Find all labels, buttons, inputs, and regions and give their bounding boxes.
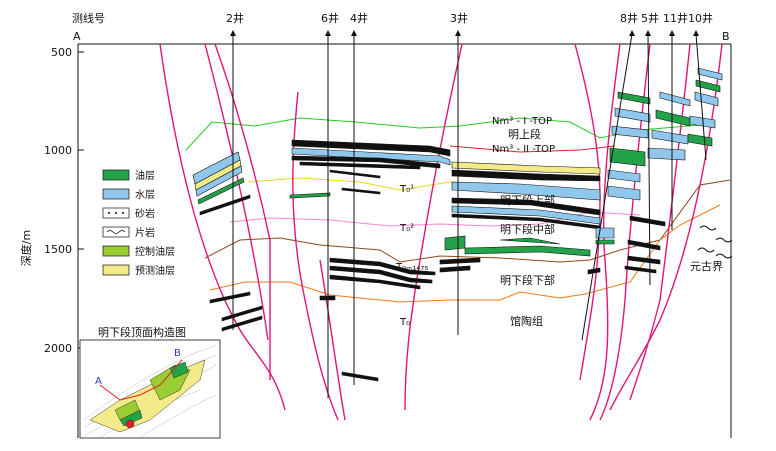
legend-controlled-oil-label: 控制油层 [135, 245, 175, 258]
legend-sandstone-dots [108, 212, 124, 214]
point-b-label: B [722, 30, 730, 43]
fault-2 [204, 43, 269, 341]
fault-8 [589, 43, 621, 421]
basement-symbols [697, 225, 733, 259]
legend-schist-wave [106, 230, 126, 234]
well-10-line [695, 33, 707, 161]
well-5-label: 5井 [641, 11, 659, 25]
legend-predicted-oil-label: 预测油层 [135, 264, 175, 277]
horizon-nm2-line [449, 145, 616, 153]
right-block-layers [587, 67, 723, 275]
horizon-nm2-label: Nm³ - II -TOP [492, 144, 555, 155]
legend: 油层 水层 砂岩 片岩 控制油层 预测油层 [102, 169, 175, 277]
unit-yuangu-label: 元古界 [690, 260, 723, 273]
legend-water-label: 水层 [135, 189, 155, 201]
well-3-label: 3井 [450, 11, 468, 25]
right-middle-block-layers [439, 161, 601, 273]
well-arrows [230, 30, 699, 36]
legend-schist-swatch [102, 226, 130, 238]
unit-guantao-label: 馆陶组 [510, 314, 543, 328]
tick-500: 500 [51, 46, 72, 59]
horizon-nm1-label: Nm³ - I -TOP [492, 116, 552, 127]
left-block-layers [192, 151, 263, 332]
well-4-label: 4井 [350, 11, 368, 25]
well-2-label: 2井 [226, 11, 244, 25]
fault-10 [629, 43, 691, 401]
legend-oil-swatch [102, 169, 130, 181]
unit-lower-upper-label: 明下段上部 [500, 193, 555, 207]
inset-section-line [99, 359, 183, 401]
horizon-t02-label: T₀² [399, 223, 414, 234]
unit-lower-middle-label: 明下段中部 [500, 222, 555, 236]
fault-3 [214, 43, 271, 380]
legend-oil-label: 油层 [135, 169, 155, 182]
well-10-label: 10井 [688, 11, 713, 25]
inset-title: 明下段顶面构造图 [98, 325, 186, 339]
horizon-nm1-line [185, 117, 701, 151]
legend-sandstone-label: 砂岩 [135, 207, 155, 220]
horizon-tnm-line [204, 179, 731, 263]
depth-ticks: 500 1000 1500 2000 [44, 46, 84, 355]
tick-1500: 1500 [44, 243, 72, 256]
well-8-label: 8井 [620, 11, 638, 25]
line-number-label: 测线号 [72, 11, 105, 25]
unit-upper-ming-label: 明上段 [508, 127, 541, 141]
well-5-line [647, 33, 651, 286]
fault-6 [404, 43, 463, 411]
tick-1000: 1000 [44, 144, 72, 157]
legend-predicted-oil-swatch [102, 264, 130, 276]
legend-controlled-oil-swatch [102, 245, 130, 257]
point-a-label: A [73, 30, 81, 43]
tick-2000: 2000 [44, 342, 72, 355]
legend-schist-label: 片岩 [135, 226, 155, 239]
wells [232, 33, 707, 398]
well-6-label: 6井 [321, 11, 339, 25]
well-11-label: 11井 [663, 11, 688, 25]
middle-block-layers [289, 139, 451, 382]
horizon-t01-label: T₀¹ [399, 184, 414, 195]
inset-map: 明下段顶面构造图 A B [79, 325, 221, 439]
horizon-tnm-label: T₀ₘ₁₄₇₅ [395, 262, 428, 273]
inset-label-b: B [174, 348, 181, 359]
fault-5 [319, 259, 346, 421]
horizon-t0-label: T₀ [399, 317, 410, 328]
well-8-line [581, 33, 633, 341]
unit-lower-lower-label: 明下段下部 [500, 273, 555, 287]
inset-label-a: A [95, 376, 102, 387]
depth-axis-label: 深度/m [19, 230, 33, 266]
legend-water-swatch [102, 188, 130, 200]
fault-1 [159, 43, 286, 411]
